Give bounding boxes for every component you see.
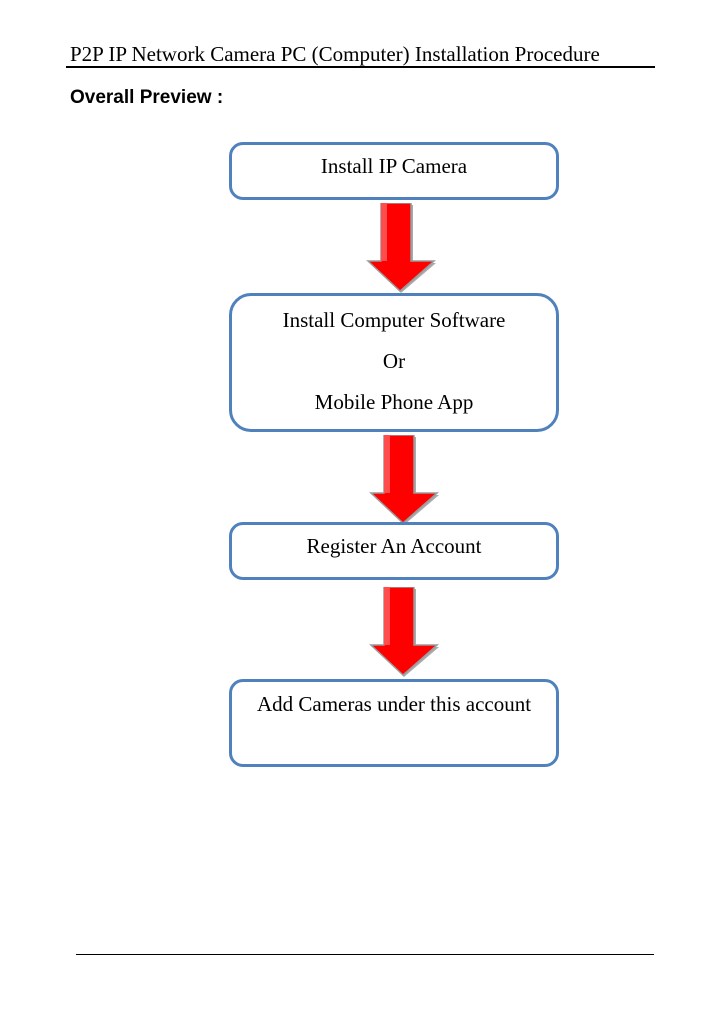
step-text: Install IP Camera	[320, 154, 468, 178]
step-text: Add Cameras under this account	[256, 692, 532, 716]
step-text: Install Computer Software	[282, 308, 506, 332]
step-box-install-software: Install Computer Software Or Mobile Phon…	[229, 293, 559, 432]
page-header-title: P2P IP Network Camera PC (Computer) Inst…	[70, 42, 600, 66]
step-text: Mobile Phone App	[314, 390, 474, 414]
section-heading: Overall Preview :	[70, 87, 224, 108]
step-box-install-camera: Install IP Camera	[229, 142, 559, 200]
step-box-register-account: Register An Account	[229, 522, 559, 580]
step-text: Register An Account	[306, 534, 482, 558]
down-arrow-icon	[369, 587, 439, 677]
header-divider	[66, 66, 655, 68]
step-box-add-cameras: Add Cameras under this account	[229, 679, 559, 767]
footer-divider	[76, 954, 654, 955]
step-text: Or	[382, 349, 406, 373]
down-arrow-icon	[366, 203, 436, 293]
down-arrow-icon	[369, 435, 439, 525]
